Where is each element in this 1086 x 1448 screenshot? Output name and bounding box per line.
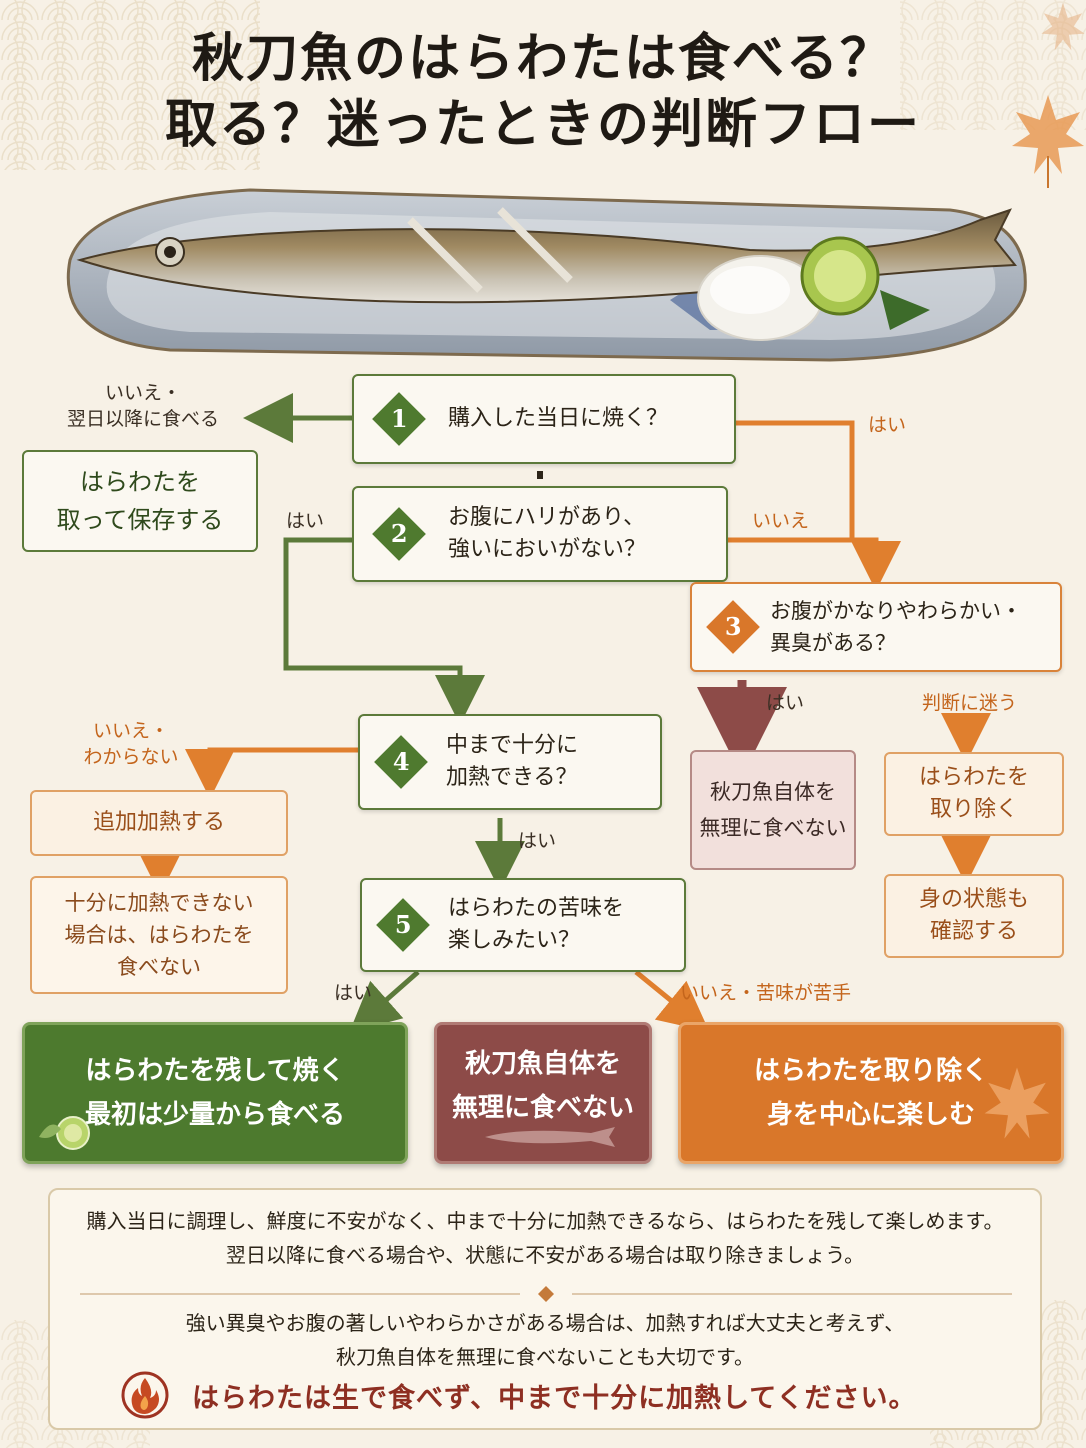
step-2-diamond: 2	[372, 507, 426, 561]
step-1-number: 1	[390, 403, 408, 433]
question-4-line-2: 加熱できる？	[446, 765, 578, 790]
outcome-dont-eat-box: 秋刀魚自体を 無理に食べない	[690, 750, 856, 870]
label-q4-yes: はい	[518, 830, 557, 852]
step-3-diamond: 3	[706, 600, 760, 654]
outcome-remove-line-2: 取り除く	[929, 797, 1018, 822]
outcome-check-line-1: 身の状態も	[918, 887, 1029, 912]
outcome-reheat-text: 追加加熱する	[92, 810, 225, 835]
question-1-text: 購入した当日に焼く？	[448, 406, 669, 431]
final-remove-box: はらわたを取り除く 身を中心に楽しむ	[678, 1022, 1064, 1164]
outcome-remove-box: はらわたを 取り除く	[884, 752, 1064, 836]
label-q2-no: いいえ	[752, 510, 810, 532]
label-q5-yes: はい	[334, 982, 373, 1004]
step-2-number: 2	[390, 518, 408, 548]
summary-line-3: 強い異臭やお腹の著しいやわらかさがある場合は、加熱すれば大丈夫と考えず、	[185, 1311, 905, 1335]
outcome-check-box: 身の状態も 確認する	[884, 874, 1064, 958]
label-q5-no: いいえ・苦味が苦手	[680, 982, 852, 1004]
question-3-box: 3 お腹がかなりやわらかい・ 異臭がある？	[690, 582, 1062, 672]
fish-icon	[485, 1127, 615, 1147]
question-3-line-2: 異臭がある？	[770, 631, 896, 655]
outcome-dont-eat-line-2: 無理に食べない	[699, 816, 847, 840]
label-q1-yes: はい	[868, 414, 907, 436]
maple-leaf-icon	[1041, 3, 1085, 51]
warning-text: はらわたは生で食べず、中まで十分に加熱してください。	[192, 1382, 917, 1414]
outcome-store-line-2: 取って保存する	[56, 506, 224, 534]
question-4-box: 4 中まで十分に 加熱できる？	[358, 714, 662, 810]
summary-line-2: 翌日以降に食べる場合や、状態に不安がある場合は取り除きましょう。	[225, 1243, 865, 1267]
label-q1-no-line-2: 翌日以降に食べる	[66, 408, 219, 430]
step-5-diamond: 5	[376, 898, 430, 952]
final-dont-eat-line-2: 無理に食べない	[451, 1093, 634, 1123]
label-q1-no: いいえ・ 翌日以降に食べる	[30, 380, 256, 432]
final-keep-line-2: 最初は少量から食べる	[84, 1100, 345, 1130]
question-2-box: 2 お腹にハリがあり、 強いにおいがない？	[352, 486, 728, 582]
summary-line-1: 購入当日に調理し、鮮度に不安がなく、中まで十分に加熱できるなら、はらわたを残して…	[86, 1209, 1004, 1233]
question-3-line-1: お腹がかなりやわらかい・	[770, 599, 1022, 623]
outcome-reheat-box: 追加加熱する	[30, 790, 288, 856]
final-remove-line-2: 身を中心に楽しむ	[766, 1100, 975, 1130]
outcome-dont-eat-line-1: 秋刀魚自体を	[710, 780, 836, 804]
outcome-store-box: はらわたを 取って保存する	[22, 450, 258, 552]
final-remove-line-1: はらわたを取り除く	[753, 1056, 988, 1086]
question-1-box: 1 購入した当日に焼く？	[352, 374, 736, 464]
summary-divider	[80, 1286, 1012, 1302]
title-line-1: 秋刀魚のはらわたは食べる？	[191, 28, 894, 89]
question-5-line-2: 楽しみたい？	[448, 928, 581, 953]
step-3-number: 3	[724, 611, 742, 641]
final-dont-eat-box: 秋刀魚自体を 無理に食べない	[434, 1022, 652, 1164]
title-line-2: 取る？迷ったときの判断フロー	[164, 94, 921, 155]
citrus-icon	[39, 1116, 90, 1150]
question-2-line-2: 強いにおいがない？	[448, 537, 647, 562]
outcome-not-enough-line-3: 食べない	[117, 955, 201, 979]
warning-row: はらわたは生で食べず、中まで十分に加熱してください。	[120, 1370, 980, 1420]
question-2-line-1: お腹にハリがあり、	[448, 505, 646, 530]
outcome-remove-line-1: はらわたを	[918, 765, 1029, 790]
question-5-box: 5 はらわたの苦味を 楽しみたい？	[360, 878, 686, 972]
summary-line-4: 秋刀魚自体を無理に食べないことも大切です。	[336, 1345, 754, 1369]
step-1-diamond: 1	[372, 392, 426, 446]
label-q4-no-line-1: いいえ・	[92, 720, 169, 742]
outcome-not-enough-box: 十分に加熱できない 場合は、はらわたを 食べない	[30, 876, 288, 994]
fish-plate-illustration	[66, 188, 1027, 362]
summary-panel: 購入当日に調理し、鮮度に不安がなく、中まで十分に加熱できるなら、はらわたを残して…	[48, 1188, 1042, 1430]
label-q2-yes: はい	[286, 510, 325, 532]
question-4-line-1: 中まで十分に	[446, 733, 579, 758]
maple-leaf-icon	[984, 1067, 1050, 1139]
page-title: 秋刀魚のはらわたは食べる？ 取る？迷ったときの判断フロー	[0, 26, 1086, 158]
maple-leaf-icon	[1012, 95, 1084, 188]
step-4-diamond: 4	[374, 735, 428, 789]
step-4-number: 4	[392, 746, 410, 776]
final-dont-eat-line-1: 秋刀魚自体を	[464, 1049, 621, 1079]
outcome-not-enough-line-1: 十分に加熱できない	[64, 891, 254, 915]
label-q1-no-line-1: いいえ・	[104, 382, 181, 404]
label-q4-no: いいえ・ わからない	[60, 718, 202, 770]
flame-icon	[121, 1371, 169, 1419]
step-5-number: 5	[394, 909, 412, 939]
outcome-check-line-2: 確認する	[929, 919, 1018, 944]
label-q4-no-line-2: わからない	[83, 746, 179, 768]
final-keep-line-1: はらわたを残して焼く	[85, 1056, 345, 1086]
label-q3-unsure: 判断に迷う	[922, 692, 1018, 714]
final-keep-box: はらわたを残して焼く 最初は少量から食べる	[22, 1022, 408, 1164]
label-q3-yes: はい	[766, 692, 805, 714]
question-5-line-1: はらわたの苦味を	[448, 896, 625, 921]
outcome-store-line-1: はらわたを	[80, 468, 200, 496]
outcome-not-enough-line-2: 場合は、はらわたを	[64, 923, 254, 947]
